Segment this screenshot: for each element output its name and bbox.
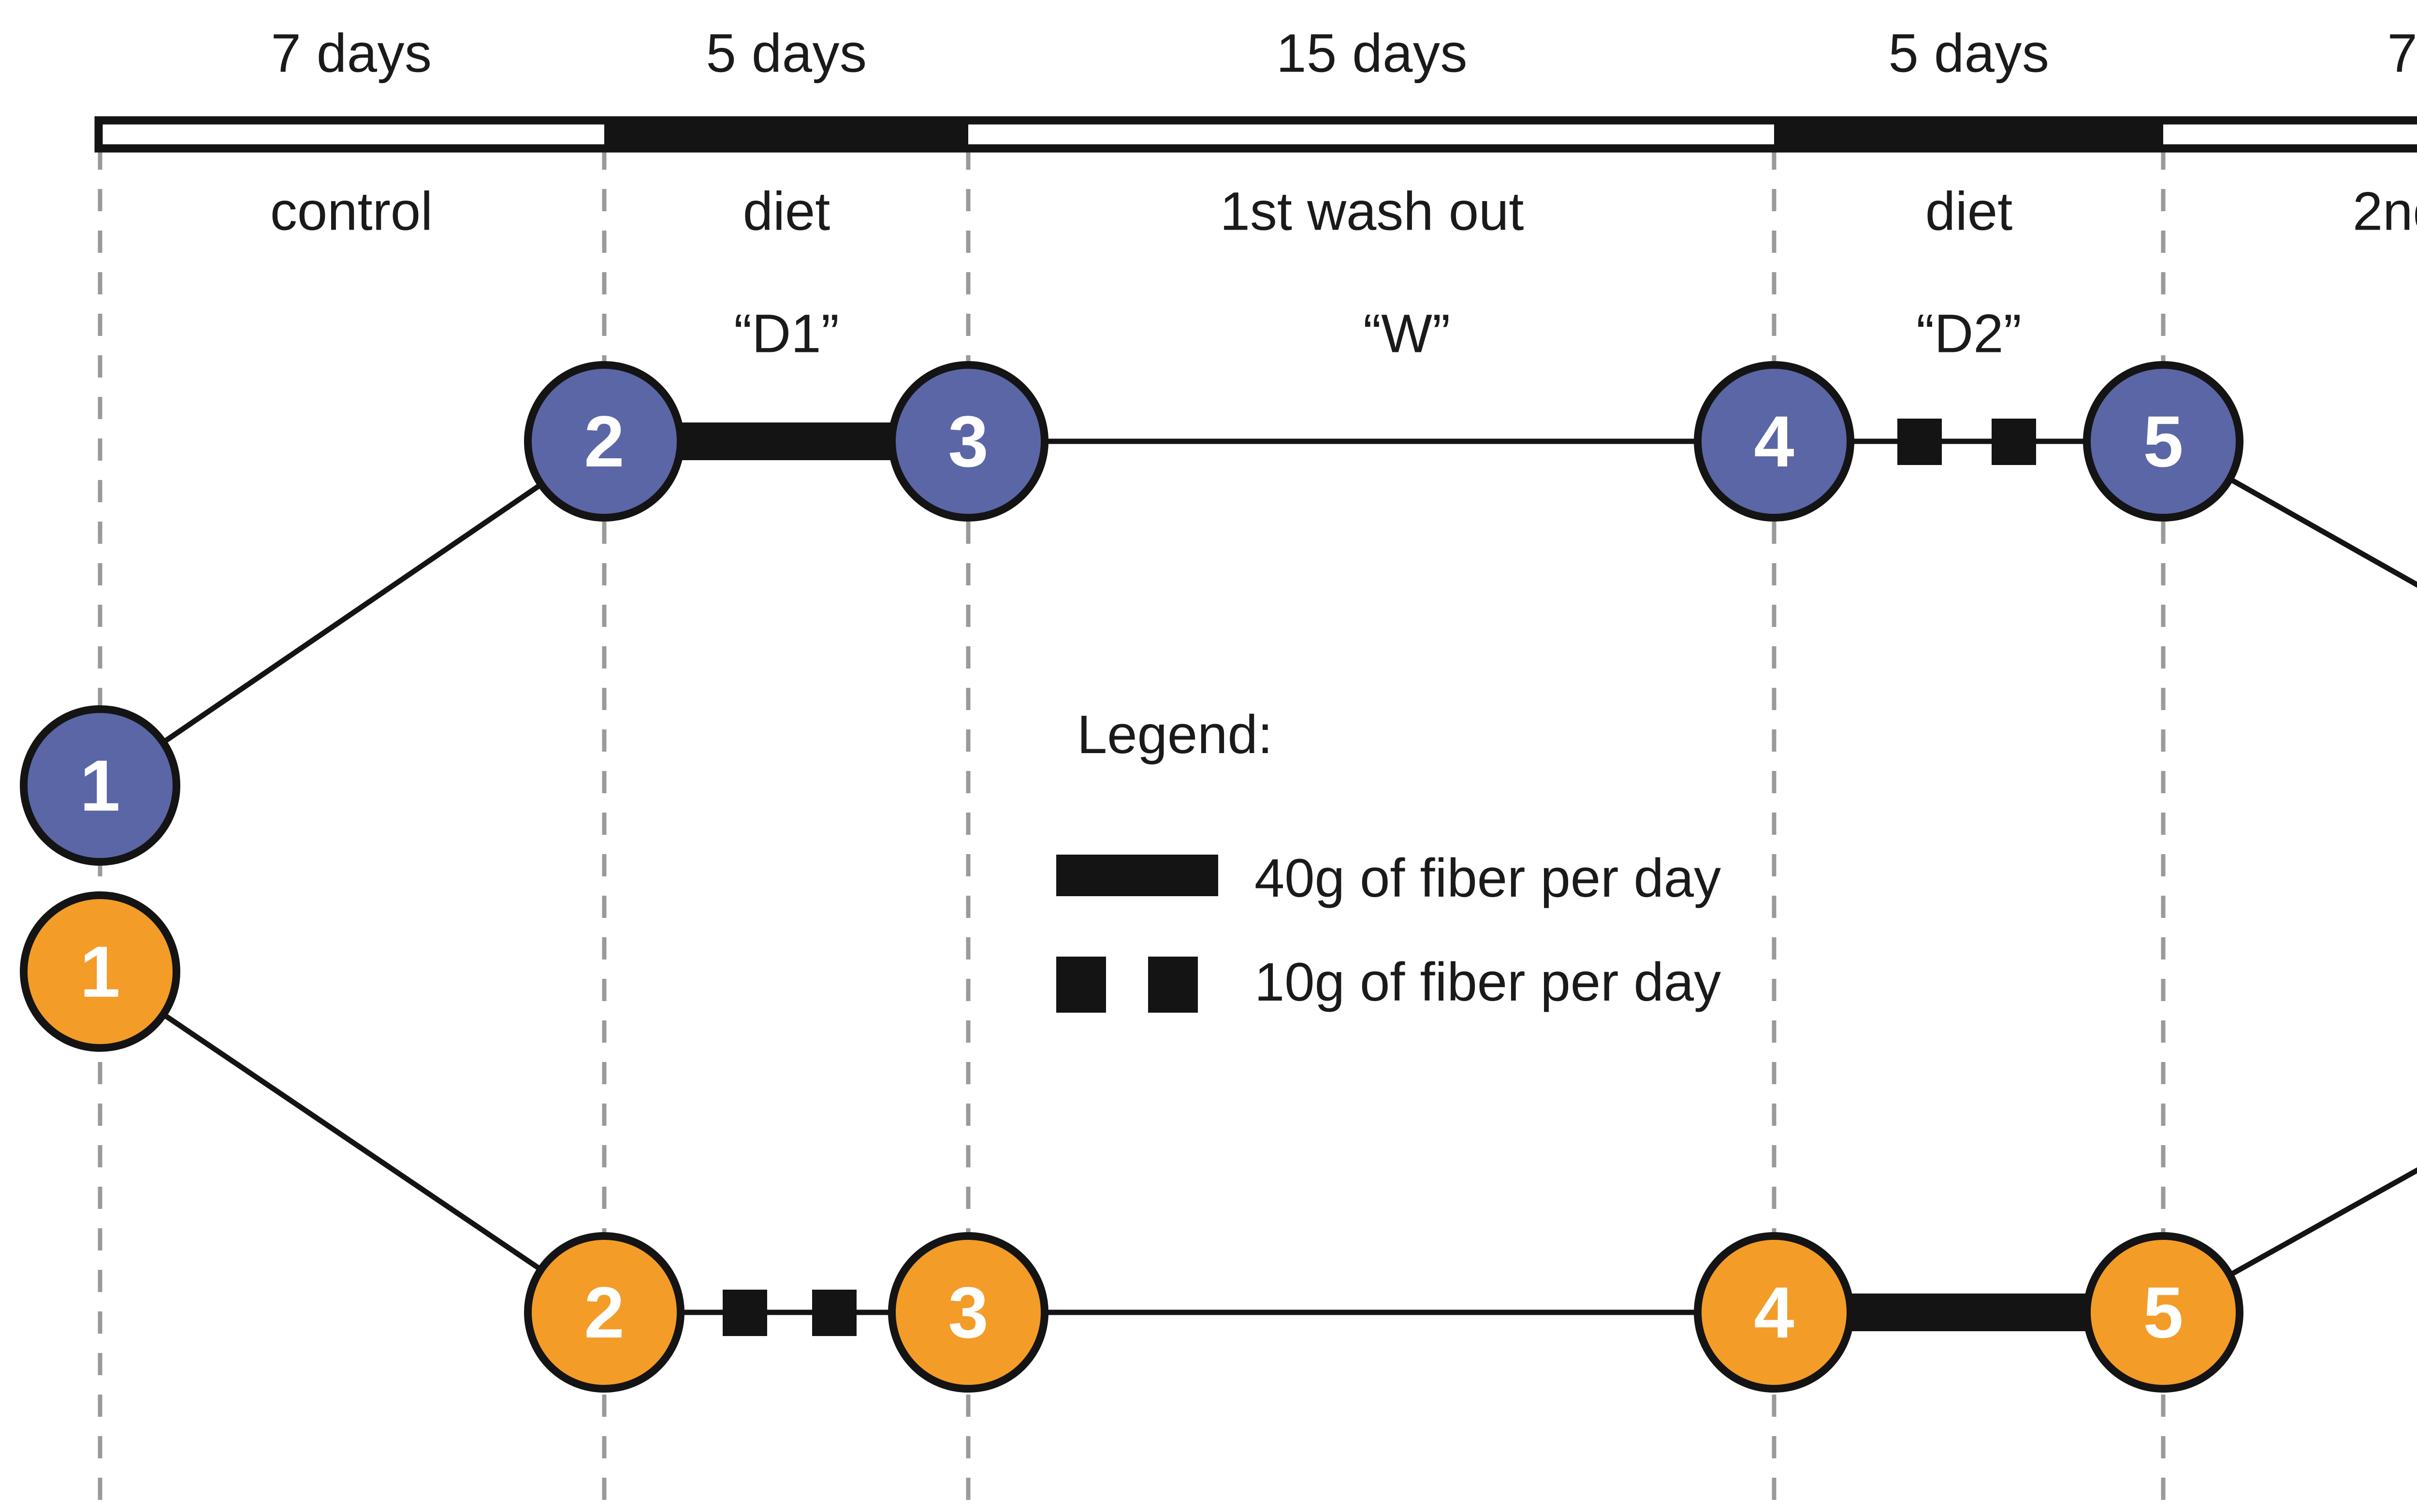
link-blue-4-5-dash-2 — [1992, 419, 2036, 465]
phase-label-diet-1: diet — [743, 181, 830, 242]
duration-label-control: 7 days — [271, 23, 432, 84]
duration-label-washout-2: 7 days — [2387, 23, 2417, 84]
orange-arm-nodes — [20, 891, 2243, 1393]
legend-entry-40g-label: 40g of fiber per day — [1254, 848, 1721, 908]
node-blue-3 — [888, 361, 1048, 522]
node-blue-4 — [1694, 361, 1854, 522]
node-label-blue-1: 1 — [80, 745, 120, 826]
timeline-segment-diet-1 — [604, 120, 968, 148]
phase-code-w: “W” — [1363, 303, 1451, 364]
link-blue-1-2 — [98, 439, 606, 788]
phase-label-control: control — [270, 181, 433, 242]
legend-swatches — [1056, 855, 1218, 1013]
node-label-orange-3: 3 — [948, 1272, 989, 1353]
duration-label-washout-1: 15 days — [1276, 23, 1468, 84]
duration-label-diet-2: 5 days — [1888, 23, 2050, 84]
legend-swatch-10g-square-2 — [1148, 957, 1198, 1013]
node-blue-5 — [2083, 361, 2243, 522]
legend-title: Legend: — [1077, 704, 1273, 765]
node-label-blue-4: 4 — [1754, 401, 1794, 482]
blue-arm-nodes — [20, 361, 2243, 866]
phase-label-washout-2: 2nd wash out — [2352, 181, 2417, 242]
link-orange-2-3-dash-2 — [812, 1290, 857, 1336]
legend-entry-10g-label: 10g of fiber per day — [1254, 952, 1721, 1012]
link-blue-5-6 — [2162, 439, 2417, 588]
link-orange-2-3-dash-1 — [723, 1290, 767, 1336]
phase-code-d2: “D2” — [1916, 303, 2022, 364]
node-label-orange-2: 2 — [584, 1272, 625, 1353]
legend-swatch-10g-square-1 — [1056, 957, 1106, 1013]
node-blue-1 — [20, 705, 180, 866]
timeline-bar-outline — [94, 116, 2417, 153]
node-label-orange-4: 4 — [1754, 1272, 1794, 1353]
node-blue-2 — [524, 361, 684, 522]
link-orange-1-2 — [98, 969, 606, 1315]
timeline-bar — [94, 116, 2417, 153]
timeline-segment-diet-2 — [1774, 120, 2163, 148]
orange-arm-links — [98, 969, 2417, 1336]
node-orange-3 — [888, 1232, 1048, 1393]
legend-swatch-40g — [1056, 855, 1218, 896]
node-orange-4 — [1694, 1232, 1854, 1393]
link-blue-4-5-dash-1 — [1897, 419, 1942, 465]
node-orange-2 — [524, 1232, 684, 1393]
node-label-orange-5: 5 — [2143, 1272, 2184, 1353]
node-orange-1 — [20, 891, 180, 1052]
node-label-blue-2: 2 — [584, 401, 625, 482]
duration-label-diet-1: 5 days — [706, 23, 867, 84]
phase-code-d1: “D1” — [734, 303, 839, 364]
phase-label-diet-2: diet — [1925, 181, 2013, 242]
link-orange-5-6 — [2162, 1167, 2417, 1315]
node-label-orange-1: 1 — [80, 931, 120, 1012]
node-orange-5 — [2083, 1232, 2243, 1393]
phase-label-washout-1: 1st wash out — [1220, 181, 1524, 242]
node-label-blue-3: 3 — [948, 401, 989, 482]
node-label-blue-5: 5 — [2143, 401, 2184, 482]
